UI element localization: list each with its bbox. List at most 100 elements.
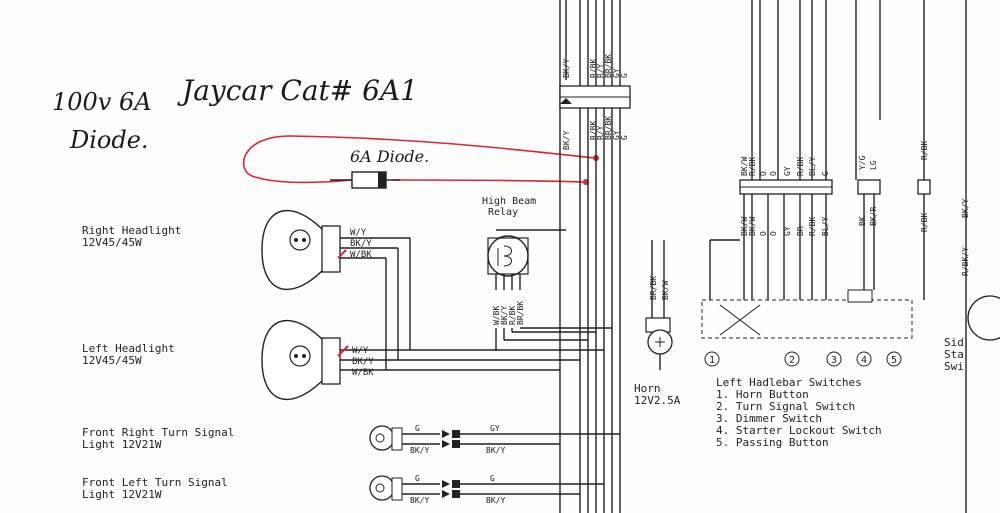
svg-text:BK/Y: BK/Y: [410, 446, 429, 455]
svg-text:5: 5: [891, 355, 897, 366]
svg-text:Sta: Sta: [944, 348, 964, 361]
svg-text:3: 3: [831, 355, 837, 366]
right-headlight-rating: 12V45/45W: [82, 236, 142, 249]
front-right-turn-signal: [369, 425, 620, 451]
left-headlight-wires: [337, 345, 604, 371]
svg-text:O: O: [759, 231, 768, 236]
edge-text: Sid Sta Swi: [944, 336, 964, 373]
svg-text:3. Dimmer Switch: 3. Dimmer Switch: [716, 412, 822, 425]
svg-text:G: G: [490, 474, 495, 483]
svg-text:W/BK: W/BK: [352, 368, 374, 378]
right-headlight-name: Right Headlight: [82, 224, 181, 237]
relay-name-2: Relay: [488, 207, 518, 218]
svg-text:GY: GY: [490, 424, 500, 433]
horn: [645, 240, 673, 370]
svg-text:O: O: [769, 171, 778, 176]
svg-text:GY: GY: [612, 68, 621, 78]
right-headlight-wire-labels: W/Y BK/Y W/BK: [350, 228, 372, 260]
svg-text:R/BK: R/BK: [920, 213, 929, 232]
horn-wire-labels: BR/BK BK/W: [649, 276, 670, 300]
starter-labels: Y/G LG BK BK/R R/BK R/BK BK/Y R/BK/Y: [858, 141, 970, 276]
handlebar-legend: Left Hadlebar Switches 1. Horn Button 2.…: [716, 376, 882, 449]
svg-text:Y/G: Y/G: [858, 155, 867, 170]
front-right-turn-name: Front Right Turn Signal: [82, 426, 234, 439]
svg-text:GY: GY: [612, 130, 621, 140]
svg-text:R/Y: R/Y: [596, 63, 605, 78]
left-headlight: [261, 320, 341, 400]
center-connector: [559, 85, 631, 109]
svg-text:BK: BK: [858, 216, 867, 226]
front-left-turn-name: Front Left Turn Signal: [82, 476, 228, 489]
svg-text:BK/W: BK/W: [748, 217, 757, 236]
svg-text:BK/Y: BK/Y: [500, 306, 509, 325]
svg-text:BK/Y: BK/Y: [410, 496, 429, 505]
svg-text:BR: BR: [796, 226, 805, 236]
svg-text:BK/W: BK/W: [661, 281, 670, 300]
svg-text:BK/Y: BK/Y: [486, 446, 505, 455]
svg-text:1: 1: [709, 355, 715, 366]
svg-text:R/BK: R/BK: [508, 306, 517, 325]
left-headlight-rating: 12V45/45W: [82, 354, 142, 367]
svg-text:R/BK: R/BK: [808, 217, 817, 236]
relay-wires: [495, 229, 612, 350]
high-beam-relay: [487, 235, 529, 290]
front-left-turn-signal: [369, 475, 604, 501]
svg-text:LG: LG: [869, 160, 878, 170]
svg-text:R/BK: R/BK: [920, 141, 929, 160]
svg-text:5. Passing Button: 5. Passing Button: [716, 436, 829, 449]
svg-text:BL/Y: BL/Y: [808, 157, 817, 176]
added-diode-wire: [242, 135, 596, 184]
svg-text:2. Turn Signal Switch: 2. Turn Signal Switch: [716, 400, 855, 413]
front-left-turn-rating: Light 12V21W: [82, 488, 162, 501]
svg-text:R/BK: R/BK: [589, 121, 598, 140]
svg-text:BK/R: BK/R: [869, 207, 878, 226]
svg-text:O: O: [769, 231, 778, 236]
svg-text:BK/Y: BK/Y: [562, 59, 571, 78]
svg-text:G: G: [415, 424, 420, 433]
svg-text:BK/Y: BK/Y: [562, 131, 571, 150]
horn-name: Horn: [634, 382, 661, 395]
svg-text:W/BK: W/BK: [492, 306, 501, 325]
front-left-turn-labels: G BK/Y G BK/Y: [410, 474, 505, 505]
diode-symbol: [330, 171, 400, 189]
svg-text:BR/BK: BR/BK: [649, 276, 658, 300]
left-headlight-name: Left Headlight: [82, 342, 175, 355]
handlebar-harness: [701, 0, 967, 513]
svg-text:BR/BK: BR/BK: [604, 116, 613, 140]
annotation-added-diode: 6A Diode.: [350, 147, 429, 166]
svg-text:W/BK: W/BK: [350, 250, 372, 260]
svg-text:G: G: [821, 171, 830, 176]
svg-text:R/BK/Y: R/BK/Y: [961, 247, 970, 276]
annotation-spec: 100v 6A: [52, 88, 152, 116]
svg-text:O: O: [759, 171, 768, 176]
right-headlight-wires: [337, 237, 411, 370]
svg-text:R/BK: R/BK: [748, 157, 757, 176]
svg-text:BK/Y: BK/Y: [486, 496, 505, 505]
svg-text:BL/Y: BL/Y: [821, 217, 830, 236]
svg-text:BK/W: BK/W: [740, 157, 749, 176]
svg-text:BK/Y: BK/Y: [350, 239, 372, 249]
added-diode-wire-2: [391, 179, 586, 183]
svg-text:1. Horn Button: 1. Horn Button: [716, 388, 809, 401]
svg-text:4. Starter Lockout Switch: 4. Starter Lockout Switch: [716, 424, 882, 437]
svg-text:BR/BK: BR/BK: [516, 301, 525, 325]
left-headlight-wire-labels: W/Y BK/Y W/BK: [352, 346, 374, 378]
svg-text:GY: GY: [783, 226, 792, 236]
center-top-labels: BK/Y R/BK R/Y BR/BK GY G: [562, 54, 629, 78]
edge-partial: [967, 295, 1000, 341]
svg-text:W/Y: W/Y: [350, 228, 367, 238]
svg-text:R/Y: R/Y: [596, 125, 605, 140]
handlebar-top-labels: BK/W R/BK O O GY R/BK BL/Y G: [740, 157, 830, 176]
front-right-turn-labels: G BK/Y GY BK/Y: [410, 424, 505, 455]
svg-text:R/BK: R/BK: [589, 59, 598, 78]
horn-rating: 12V2.5A: [634, 394, 681, 407]
handlebar-title: Left Hadlebar Switches: [716, 376, 862, 389]
svg-text:Sid: Sid: [944, 336, 964, 349]
annotation-catalog: Jaycar Cat# 6A1: [177, 74, 418, 107]
handlebar-bottom-labels: BK/W BK/W O O GY BR R/BK BL/Y: [740, 217, 830, 236]
front-right-turn-rating: Light 12V21W: [82, 438, 162, 451]
relay-name: High Beam: [482, 196, 536, 207]
relay-wire-labels: W/BK BK/Y R/BK BR/BK: [492, 301, 525, 325]
